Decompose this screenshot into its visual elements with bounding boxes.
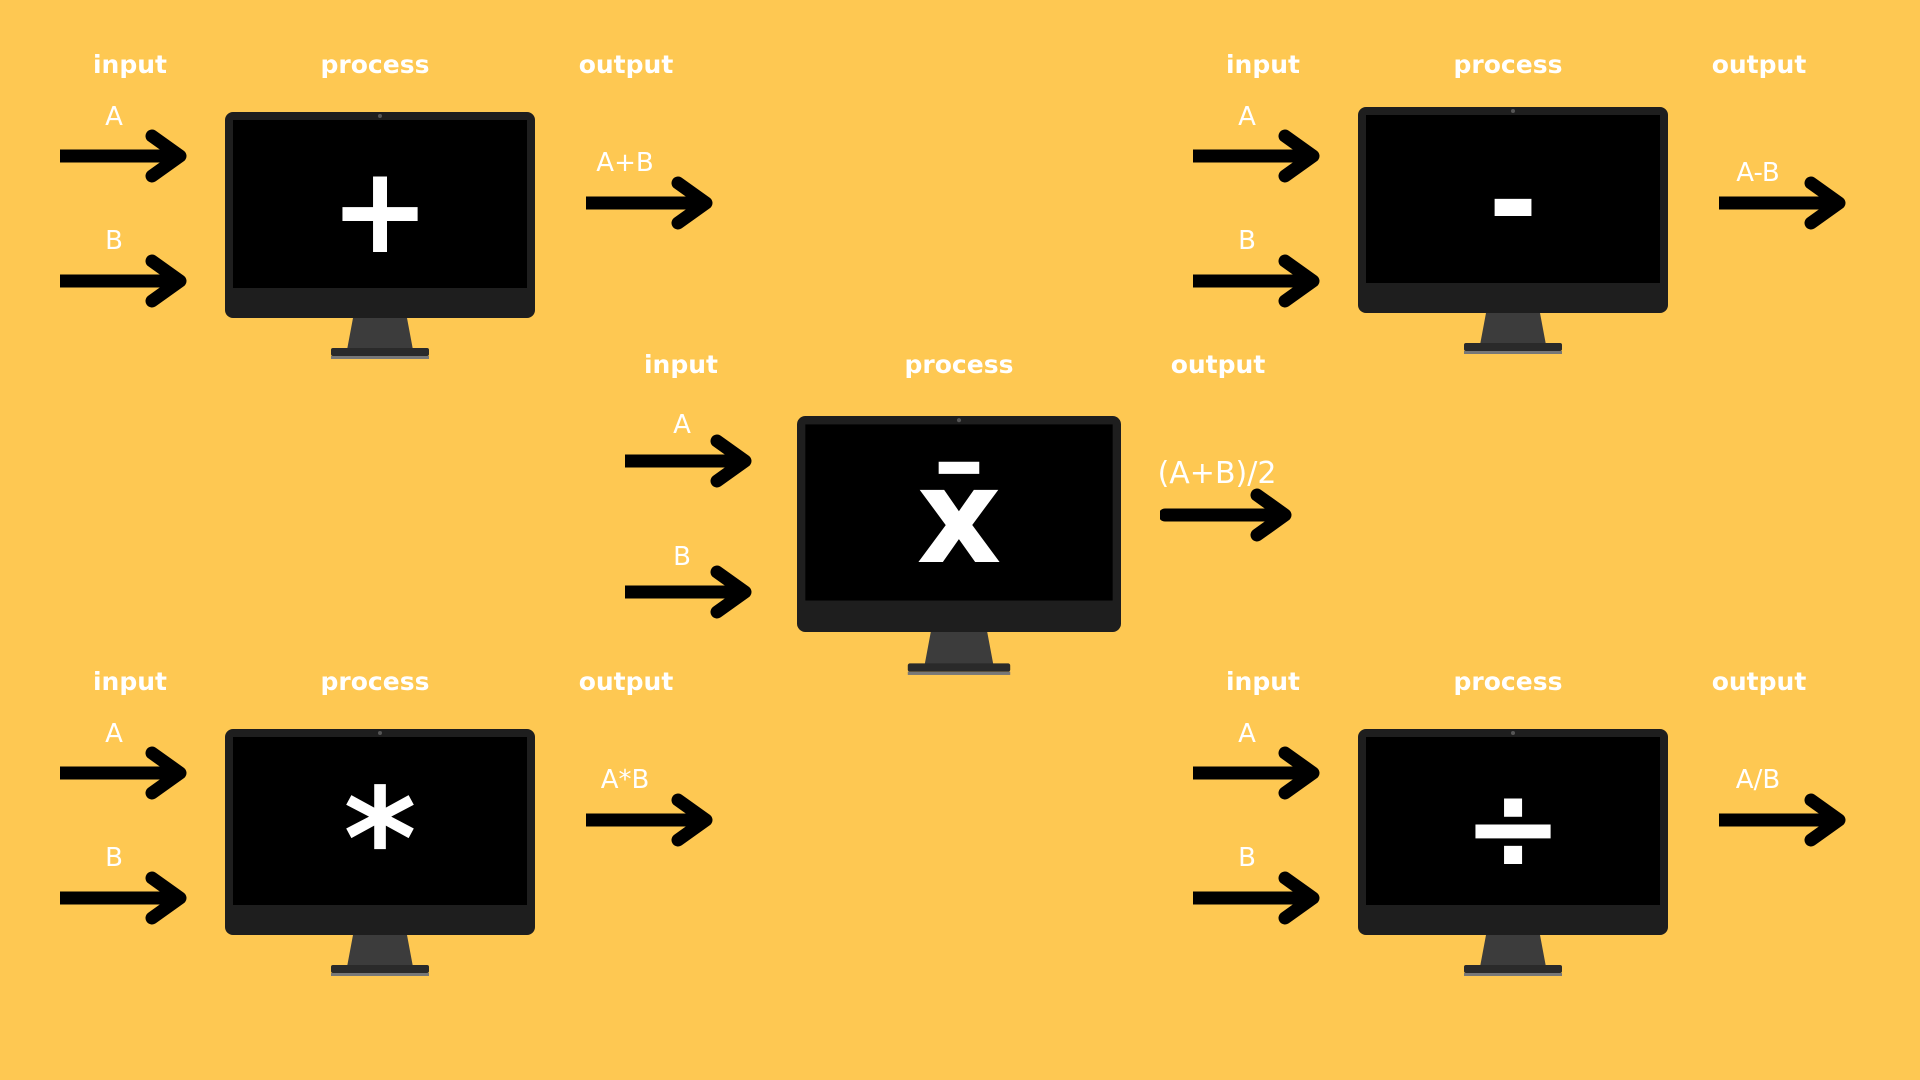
input-b-arrow: [60, 253, 190, 309]
output-label: A+B: [596, 148, 654, 178]
output-arrow: [586, 792, 716, 848]
output-label: A/B: [1735, 765, 1781, 795]
input-b-arrow: [1193, 870, 1323, 926]
input-a-label: A: [1238, 719, 1256, 749]
input-header: input: [643, 350, 719, 379]
input-b-label: B: [105, 226, 123, 256]
input-header: input: [1225, 667, 1301, 696]
output-header: output: [578, 667, 674, 696]
input-b-label: B: [105, 843, 123, 873]
process-header: process: [320, 50, 430, 79]
divide-block: input process output A B ÷ A/B: [1193, 667, 1843, 977]
process-operator: x̄: [916, 440, 1002, 594]
process-operator: +: [329, 142, 431, 281]
computer-monitor-icon: -: [1358, 107, 1668, 355]
input-b-label: B: [1238, 226, 1256, 256]
subtract-block: input process output A B - A-B: [1193, 50, 1843, 360]
input-a-label: A: [1238, 102, 1256, 132]
input-header: input: [92, 667, 168, 696]
output-header: output: [1711, 50, 1807, 79]
input-b-label: B: [673, 542, 691, 572]
input-a-arrow: [60, 128, 190, 184]
input-a-arrow: [60, 745, 190, 801]
input-header: input: [92, 50, 168, 79]
input-a-label: A: [105, 102, 123, 132]
process-operator: -: [1488, 132, 1538, 271]
process-header: process: [904, 350, 1014, 379]
input-b-arrow: [625, 564, 755, 620]
output-arrow: [586, 175, 716, 231]
input-b-arrow: [1193, 253, 1323, 309]
output-header: output: [578, 50, 674, 79]
process-operator: *: [343, 759, 417, 922]
output-arrow: [1160, 487, 1300, 543]
input-a-arrow: [625, 433, 755, 489]
input-b-label: B: [1238, 843, 1256, 873]
process-operator: ÷: [1462, 759, 1564, 898]
process-header: process: [320, 667, 430, 696]
input-a-label: A: [673, 410, 691, 440]
output-label: A-B: [1736, 158, 1780, 188]
input-a-arrow: [1193, 128, 1323, 184]
mean-block: input process output A B x̄ (A+B)/2: [615, 350, 1265, 660]
computer-monitor-icon: ÷: [1358, 729, 1668, 977]
input-a-label: A: [105, 719, 123, 749]
add-block: input process output A B + A+B: [60, 50, 710, 360]
input-header: input: [1225, 50, 1301, 79]
computer-monitor-icon: +: [225, 112, 535, 360]
output-header: output: [1711, 667, 1807, 696]
process-header: process: [1453, 667, 1563, 696]
output-label: (A+B)/2: [1157, 456, 1277, 491]
output-label: A*B: [600, 765, 650, 795]
multiply-block: input process output A B * A*B: [60, 667, 710, 977]
input-a-arrow: [1193, 745, 1323, 801]
process-header: process: [1453, 50, 1563, 79]
output-arrow: [1719, 792, 1849, 848]
computer-monitor-icon: *: [225, 729, 535, 977]
output-header: output: [1170, 350, 1266, 379]
input-b-arrow: [60, 870, 190, 926]
computer-monitor-icon: x̄: [797, 416, 1121, 676]
